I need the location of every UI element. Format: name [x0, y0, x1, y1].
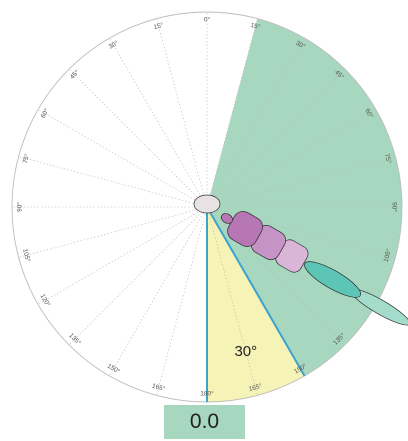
tick-label: 60°	[39, 107, 51, 120]
tick-label: 120°	[38, 293, 52, 309]
tick-label: 75°	[21, 152, 31, 164]
tick-label: 105°	[382, 247, 393, 262]
dial-spoke	[68, 68, 208, 208]
value-readout: 0.0	[164, 405, 245, 439]
tick-label: 90°	[16, 202, 24, 212]
tick-label: 165°	[151, 382, 166, 393]
dial-spoke	[206, 156, 396, 208]
dial-spoke	[206, 206, 258, 396]
dial-spoke	[206, 68, 346, 208]
range-angle-label: 30°	[234, 343, 257, 360]
forearm-segment	[304, 261, 361, 298]
range-gap-sector	[207, 207, 305, 402]
tick-label: 30°	[107, 39, 120, 51]
dial-spoke	[206, 109, 377, 208]
dial-spoke	[109, 206, 208, 377]
dial-spoke	[68, 206, 208, 346]
dial-spoke	[18, 156, 208, 208]
range-edge-line	[206, 206, 306, 377]
tick-label: 0°	[204, 16, 211, 24]
dial-spoke	[156, 206, 208, 396]
tick-label: 15°	[153, 21, 165, 31]
dial-spoke	[37, 109, 208, 208]
dial-spoke	[156, 18, 208, 208]
arm-limb[interactable]	[193, 194, 408, 330]
tick-label: 15°	[250, 21, 262, 31]
dial-spoke	[109, 37, 208, 208]
pivot-joint	[193, 194, 221, 214]
tick-label: 105°	[21, 248, 32, 263]
tick-label: 150°	[106, 362, 122, 376]
tick-label: 90°	[390, 202, 398, 212]
dial-spoke	[206, 18, 258, 208]
shoulder-joint	[220, 213, 233, 224]
dial-spoke	[37, 206, 208, 305]
tick-label: 75°	[383, 153, 393, 165]
tick-label: 165°	[248, 382, 263, 393]
dial-spoke	[206, 37, 305, 208]
tick-label: 180°	[200, 390, 214, 398]
dial-spoke	[18, 206, 208, 258]
